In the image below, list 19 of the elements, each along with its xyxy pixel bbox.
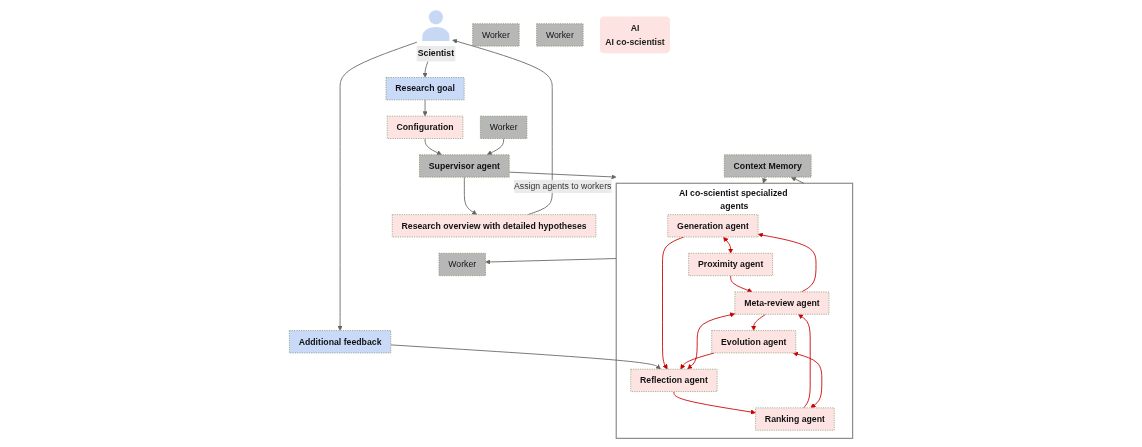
node-box: Worker <box>472 23 520 47</box>
node-box: Research goal <box>385 77 465 101</box>
node-box: Worker <box>438 252 486 277</box>
arrow <box>762 176 768 184</box>
node-box: Proximity agent <box>688 252 774 277</box>
node-box: Reflection agent <box>630 368 718 392</box>
arrow <box>723 236 734 254</box>
node-box: Generation agent <box>667 214 759 238</box>
node-box: Worker <box>479 115 528 139</box>
edge-label: Assign agents to workers <box>514 180 612 191</box>
node-box: Meta-review agent <box>734 291 830 315</box>
node-box: Configuration <box>386 115 464 139</box>
node-box: Additional feedback <box>288 330 392 354</box>
node-box: Supervisor agent <box>419 154 510 178</box>
node-box: Ranking agent <box>755 407 835 431</box>
node-box: Worker <box>536 23 584 47</box>
node-box: Evolution agent <box>711 330 797 354</box>
node-box: Context Memory <box>723 154 812 178</box>
node-box: Research overview with detailed hypotheses <box>391 214 597 238</box>
